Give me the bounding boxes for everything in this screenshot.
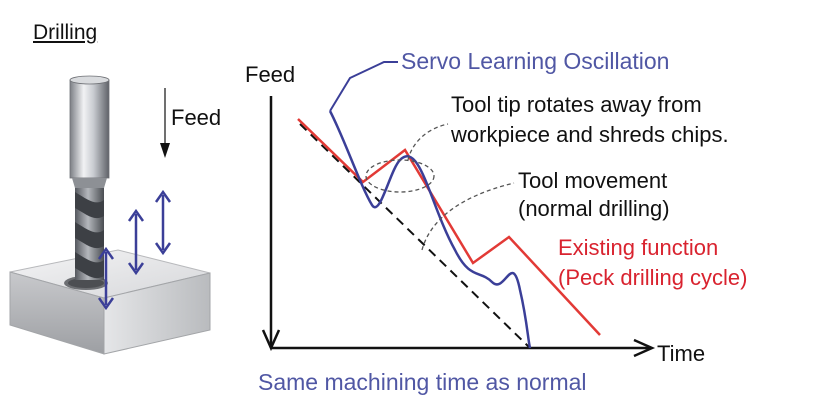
x-axis-arrowhead [633, 338, 656, 358]
servo-oscillation-curve [328, 110, 532, 349]
y-axis-label: Feed [245, 62, 296, 87]
tool-tip-leader-line [407, 123, 449, 161]
drill-bit [69, 75, 110, 280]
oscillation-arrow-2 [127, 208, 145, 276]
feed-arrow [160, 88, 170, 158]
oscillation-arrow-1 [97, 246, 115, 311]
chart-axes [261, 96, 656, 358]
tool-tip-note-line2: workpiece and shreds chips. [451, 122, 729, 147]
tool-tip-note-line1: Tool tip rotates away from [451, 92, 702, 117]
servo-leader-line [329, 61, 398, 112]
tool-movement-label-line1: Tool movement [518, 168, 668, 193]
existing-function-label-line2: (Peck drilling cycle) [558, 265, 748, 290]
peck-drilling-line [297, 118, 601, 336]
workpiece-block [9, 249, 211, 355]
x-axis-label: Time [657, 341, 706, 366]
drilling-title: Drilling [33, 21, 98, 44]
tool-movement-label-line2: (normal drilling) [518, 196, 670, 221]
oscillation-arrow-3 [154, 189, 172, 256]
chip-shred-highlight [365, 159, 435, 193]
tool-movement-leader-line [421, 182, 515, 251]
normal-drilling-line [299, 123, 531, 349]
existing-function-label-line1: Existing function [558, 235, 719, 260]
feed-direction-label: Feed [171, 105, 222, 130]
servo-learning-label: Servo Learning Oscillation [401, 48, 670, 74]
footer-caption: Same machining time as normal [258, 369, 587, 395]
oscillation-arrows [97, 189, 172, 311]
